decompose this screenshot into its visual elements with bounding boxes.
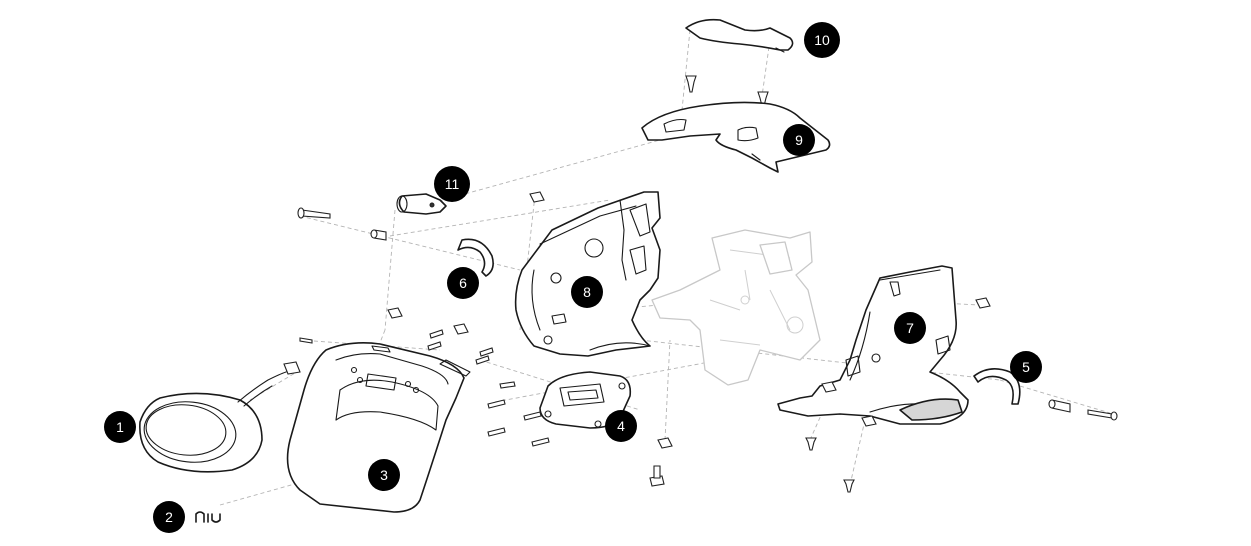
top-nut-clip [529,191,545,203]
callout-3-label: 3 [380,467,388,483]
connector-plug [396,193,447,215]
callout-9-label: 9 [795,132,803,148]
callout-10-label: 10 [814,32,830,48]
callout-4-label: 4 [617,418,625,434]
hook-grommet-right [973,368,1021,405]
headlamp [139,361,301,473]
callout-7: 7 [894,312,926,344]
callout-5-label: 5 [1022,359,1030,375]
callout-11-label: 11 [445,176,460,192]
trim-clip-pair [685,75,769,107]
top-trim-cover [685,18,794,53]
callout-1-label: 1 [116,419,124,435]
right-fasteners [805,297,1118,493]
inner-left-fairing [514,191,661,357]
callout-2: 2 [153,501,185,533]
callout-6-label: 6 [459,275,467,291]
frame-bracket-ghost [651,229,821,386]
hook-grommet-left [457,238,494,277]
callout-8: 8 [571,276,603,308]
upper-bracket-cover [641,101,831,173]
callout-2-label: 2 [165,509,173,525]
callout-3: 3 [368,459,400,491]
callout-6: 6 [447,267,479,299]
callout-9: 9 [783,124,815,156]
callout-5: 5 [1010,351,1042,383]
callout-10: 10 [804,22,840,58]
front-fairing-shell [286,342,471,513]
callout-11: 11 [434,166,470,202]
left-bolt-and-spacer [297,207,387,241]
callout-7-label: 7 [906,320,914,336]
niu-logo-badge [195,511,221,523]
callout-1: 1 [104,411,136,443]
center-screws [299,307,673,487]
callout-8-label: 8 [583,284,591,300]
callout-4: 4 [605,410,637,442]
